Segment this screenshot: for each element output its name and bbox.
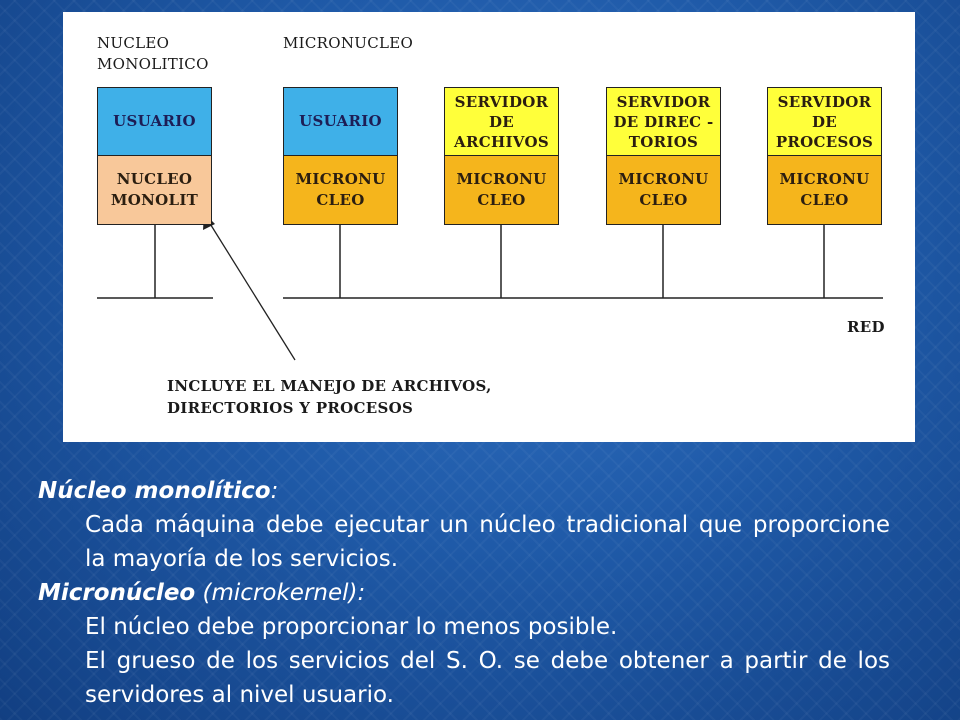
- microkernel-heading-term: Micronúcleo: [38, 580, 196, 606]
- file-server-box: SERVIDOR DE ARCHIVOS: [444, 87, 559, 156]
- note-arrow-line: [208, 221, 296, 361]
- monolithic-description: Cada máquina debe ejecutar un núcleo tra…: [85, 512, 890, 572]
- architecture-diagram: NUCLEO MONOLITICO MICRONUCLEO USUARIO NU…: [63, 12, 915, 442]
- monolithic-title-line2: MONOLITICO: [97, 55, 209, 73]
- microkernel-heading-paren: (microkernel):: [195, 580, 366, 606]
- micro-kernel-box-1: MICRONU CLEO: [283, 155, 398, 225]
- micro-user-box: USUARIO: [283, 87, 398, 156]
- network-label: RED: [847, 318, 885, 336]
- directory-server-box: SERVIDOR DE DIREC - TORIOS: [606, 87, 721, 156]
- monolithic-heading: Núcleo monolítico:: [38, 474, 890, 508]
- micro-kernel-box-3: MICRONU CLEO: [606, 155, 721, 225]
- micro-kernel-box-2: MICRONU CLEO: [444, 155, 559, 225]
- micro-kernel-box-4: MICRONU CLEO: [767, 155, 882, 225]
- process-server-box: SERVIDOR DE PROCESOS: [767, 87, 882, 156]
- note-line-2: DIRECTORIOS Y PROCESOS: [167, 399, 414, 417]
- microkernel-description-2: El grueso de los servicios del S. O. se …: [85, 648, 890, 708]
- description-text: Núcleo monolítico: Cada máquina debe eje…: [38, 474, 890, 712]
- microkernel-description-1: El núcleo debe proporcionar lo menos pos…: [85, 614, 618, 640]
- monolithic-heading-colon: :: [270, 478, 279, 504]
- monolithic-title-line1: NUCLEO: [97, 34, 170, 52]
- monolithic-kernel-box: NUCLEO MONOLIT: [97, 155, 212, 225]
- monolithic-user-box: USUARIO: [97, 87, 212, 156]
- monolithic-heading-term: Núcleo monolítico: [38, 478, 271, 504]
- microkernel-title: MICRONUCLEO: [283, 34, 414, 52]
- note-line-1: INCLUYE EL MANEJO DE ARCHIVOS,: [167, 377, 492, 395]
- microkernel-heading: Micronúcleo (microkernel):: [38, 576, 890, 610]
